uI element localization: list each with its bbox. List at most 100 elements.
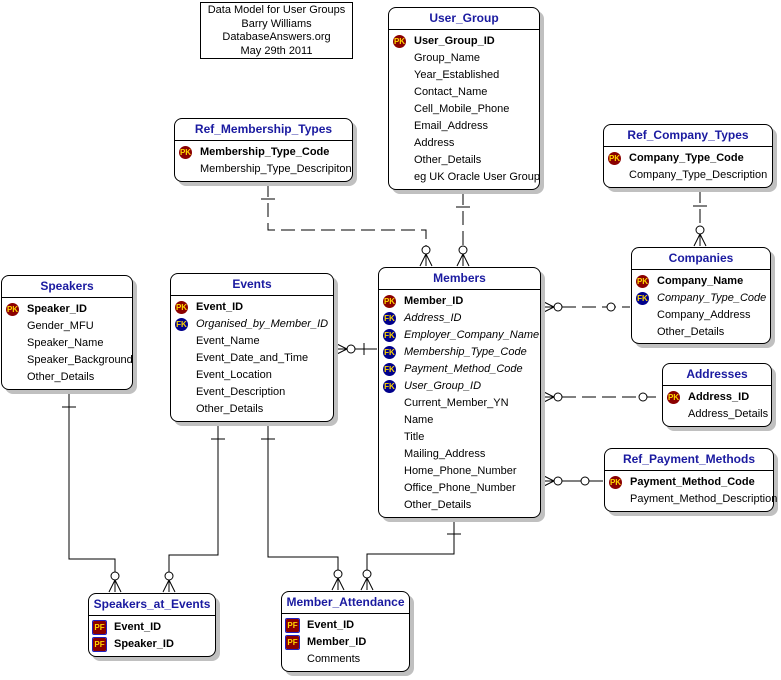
field-row[interactable]: Membership_Type_Descripiton (175, 161, 352, 178)
crows-foot-zero-many-icon (456, 245, 470, 267)
pk-key-icon: PK (609, 476, 622, 489)
field-row[interactable]: Address_Details (663, 406, 771, 423)
field-name: Event_Name (196, 335, 260, 347)
field-row[interactable]: Year_Established (389, 67, 539, 84)
field-row[interactable]: Comments (282, 651, 409, 668)
field-row[interactable]: Other_Details (171, 401, 333, 418)
field-row[interactable]: Payment_Method_Description (605, 491, 777, 508)
field-name: Title (404, 431, 425, 443)
field-name: Current_Member_YN (404, 397, 509, 409)
field-name: User_Group_ID (414, 35, 495, 47)
pk-key-icon: PK (636, 275, 649, 288)
rel-membership-types-members (267, 183, 427, 266)
fk-key-icon: FK (383, 380, 396, 393)
field-name: Address_ID (688, 391, 750, 403)
field-row[interactable]: Name (379, 412, 540, 429)
field-row[interactable]: Event_Name (171, 333, 333, 350)
diagram-info-note: Data Model for User Groups Barry William… (200, 2, 353, 59)
entity-title: Events (171, 274, 333, 296)
field-name: Event_Date_and_Time (196, 352, 309, 364)
field-row[interactable]: Gender_MFU (2, 318, 132, 335)
field-row[interactable]: Current_Member_YN (379, 395, 540, 412)
field-row[interactable]: Other_Details (632, 324, 770, 341)
field-row[interactable]: Office_Phone_Number (379, 480, 540, 497)
field-row[interactable]: Cell_Mobile_Phone (389, 101, 539, 118)
pk-key-icon: PK (608, 152, 621, 165)
field-name: Organised_by_Member_ID (196, 318, 329, 330)
field-row[interactable]: Speaker_Background (2, 352, 133, 369)
field-row[interactable]: Other_Details (379, 497, 540, 514)
crows-foot-zero-many-icon (162, 571, 176, 593)
field-name: Event_ID (307, 619, 355, 631)
field-row[interactable]: Event_Description (171, 384, 333, 401)
crows-foot-zero-many-icon (419, 245, 433, 267)
field-row[interactable]: Other_Details (2, 369, 132, 386)
field-name: Home_Phone_Number (404, 465, 517, 477)
field-name: Name (404, 414, 434, 426)
field-name: Payment_Method_Code (404, 363, 523, 375)
field-row[interactable]: Home_Phone_Number (379, 463, 540, 480)
field-name: Office_Phone_Number (404, 482, 516, 494)
fk-key-icon: FK (175, 318, 188, 331)
field-row[interactable]: eg UK Oracle User Group (389, 169, 540, 186)
field-row[interactable]: Email_Address (389, 118, 539, 135)
note-author: Barry Williams (241, 17, 312, 30)
field-row[interactable]: Title (379, 429, 540, 446)
field-row[interactable]: FK Organised_by_Member_ID (171, 316, 333, 333)
field-row[interactable]: Speaker_Name (2, 335, 132, 352)
field-row[interactable]: Contact_Name (389, 84, 539, 101)
field-row[interactable]: Company_Type_Description (604, 167, 772, 184)
field-name: Other_Details (196, 403, 264, 415)
field-name: Comments (307, 653, 361, 665)
field-row[interactable]: Event_Date_and_Time (171, 350, 333, 367)
field-row[interactable]: Group_Name (389, 50, 539, 67)
field-row[interactable]: Company_Address (632, 307, 770, 324)
field-name: eg UK Oracle User Group (414, 171, 540, 183)
pk-key-icon: PK (393, 35, 406, 48)
entity-title: Members (379, 268, 540, 290)
field-row[interactable]: Event_Location (171, 367, 333, 384)
entity-title: Speakers_at_Events (89, 594, 215, 616)
pf-key-icon: PF (92, 620, 107, 635)
crows-foot-zero-many-icon (541, 300, 563, 314)
field-name: Address_Details (688, 408, 769, 420)
field-row[interactable]: Address (389, 135, 539, 152)
field-row[interactable]: Mailing_Address (379, 446, 540, 463)
field-name: Mailing_Address (404, 448, 486, 460)
field-name: Member_ID (404, 295, 464, 307)
field-name: Member_ID (307, 636, 367, 648)
field-name: Payment_Method_Description (630, 493, 778, 505)
field-name: Other_Details (414, 154, 482, 166)
field-row[interactable]: PK User_Group_ID (389, 33, 539, 50)
field-row[interactable]: Other_Details (389, 152, 539, 169)
